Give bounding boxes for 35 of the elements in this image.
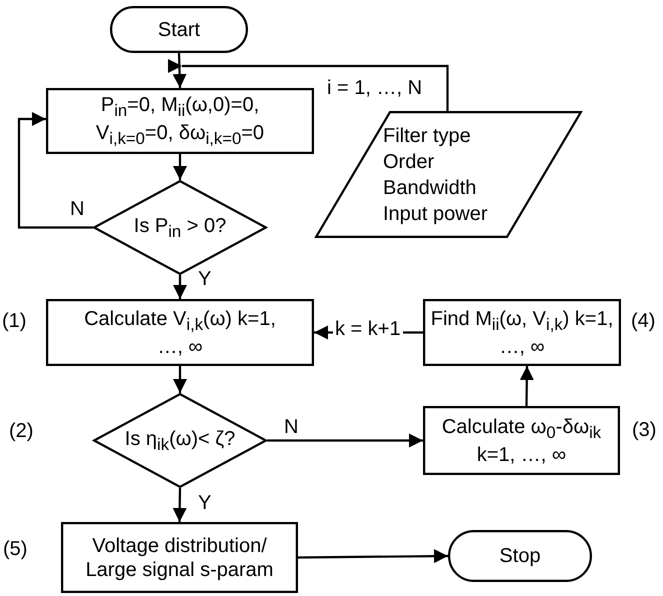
- input-parallelogram: [315, 111, 582, 238]
- node-text: Input power: [383, 202, 488, 226]
- arrow: [173, 366, 187, 393]
- arrow: [173, 154, 187, 180]
- process-box: [61, 522, 298, 593]
- node-text: Filter type: [383, 124, 471, 148]
- step-number: (3): [632, 420, 656, 440]
- process-box: [46, 299, 314, 366]
- node-text: Start: [158, 18, 200, 42]
- node-text: Calculate ω$_{0}$-δω$_{ik}$ k=1, …, ∞: [440, 414, 602, 466]
- process-box: [423, 299, 621, 366]
- node-text: Calculate V$_{i,k}$(ω) k=1, …, ∞: [83, 306, 277, 358]
- node-text: P$_{in}$=0, M$_{ii}$(ω,0)=0, V$_{i,k=0}$=0, δω$_{i,k=0}$=0: [94, 93, 266, 149]
- arrow: [173, 275, 187, 299]
- arrow: [520, 366, 534, 406]
- node-text: Stop: [499, 544, 541, 568]
- process-box: [46, 88, 314, 154]
- node-text: Find M$_{ii}$(ω, V$_{i,k}$) k=1, …, ∞: [430, 306, 614, 358]
- node-text: Is P$_{in}$ > 0?: [134, 214, 226, 242]
- step-number: (2): [9, 421, 34, 441]
- decision-diamond: [93, 393, 267, 488]
- node-text: Voltage distribution/ Large signal s-param: [84, 534, 274, 582]
- arrow: [298, 549, 448, 564]
- step-number: (1): [2, 311, 26, 331]
- process-box: [423, 406, 620, 475]
- step-number: (5): [3, 539, 28, 559]
- node-text: Order: [383, 150, 434, 174]
- arrow: [18, 112, 93, 229]
- arrow: [267, 434, 423, 448]
- node-text: Bandwidth: [383, 176, 476, 200]
- terminal-shape: [110, 6, 248, 53]
- arrow: [172, 488, 187, 522]
- step-number: (4): [631, 311, 656, 331]
- terminal-shape: [448, 530, 592, 582]
- node-text: Is η$_{ik}$(ω)< ζ?: [124, 426, 236, 454]
